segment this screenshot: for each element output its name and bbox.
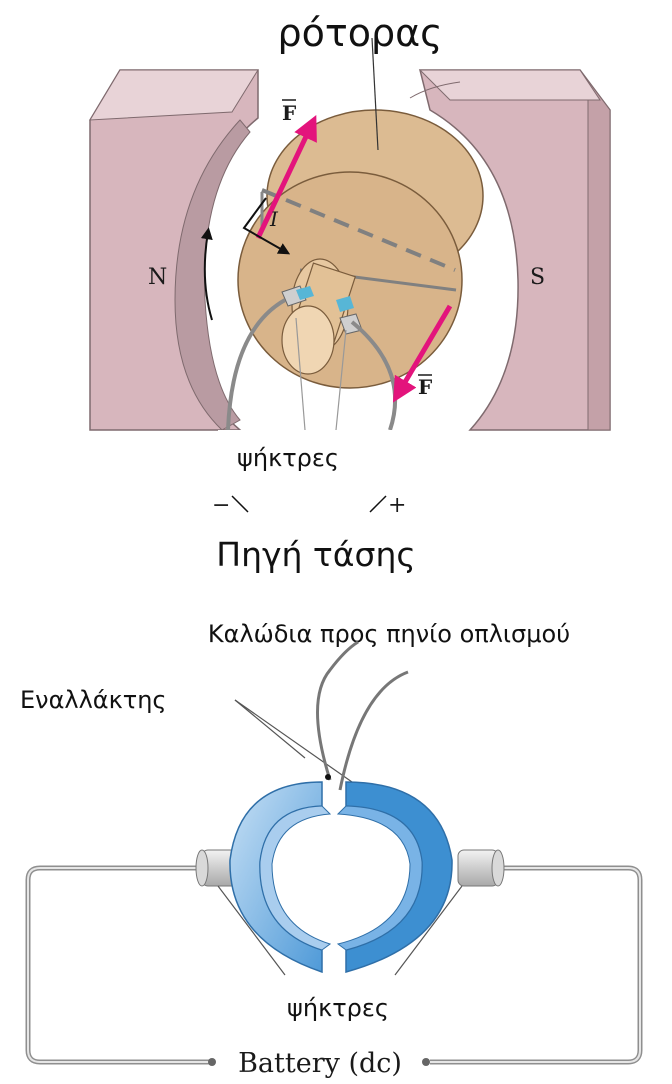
current-label: I (269, 207, 279, 231)
force-label-bottom: F (418, 375, 432, 399)
source-lead-right (370, 496, 386, 512)
wires-label: Καλώδια προς πηνίο οπλισμού (208, 620, 570, 648)
terminal-left (208, 1058, 216, 1066)
circuit-loop-inner (28, 868, 640, 1062)
plus-sign: + (388, 493, 406, 518)
north-label: N (148, 265, 167, 290)
brushes-label-top: ψήκτρες (237, 444, 339, 472)
commutator-right-half (338, 782, 452, 972)
brushes-label-bottom: ψήκτρες (287, 994, 389, 1022)
source-lead-left (232, 496, 248, 512)
rotor-title: ρότορας (278, 11, 443, 55)
commutator-left-half (230, 782, 330, 972)
north-magnet (90, 70, 258, 430)
coil-wire-right (340, 672, 408, 790)
terminal-right (422, 1058, 430, 1066)
source-label: Πηγή τάσης (216, 535, 415, 574)
force-label-top: F (282, 101, 296, 125)
south-label: S (530, 265, 545, 290)
battery-label: Battery (dc) (238, 1048, 402, 1079)
commutator-pointer-1 (235, 700, 305, 758)
wire-junction-dot (325, 774, 331, 780)
brush-roller-right (458, 850, 504, 886)
coil-wire-left (318, 642, 359, 780)
circuit-loop (28, 868, 640, 1062)
commutator-pointer-2 (235, 700, 352, 782)
commutator-label: Εναλλάκτης (20, 686, 167, 714)
minus-sign: − (212, 493, 230, 518)
